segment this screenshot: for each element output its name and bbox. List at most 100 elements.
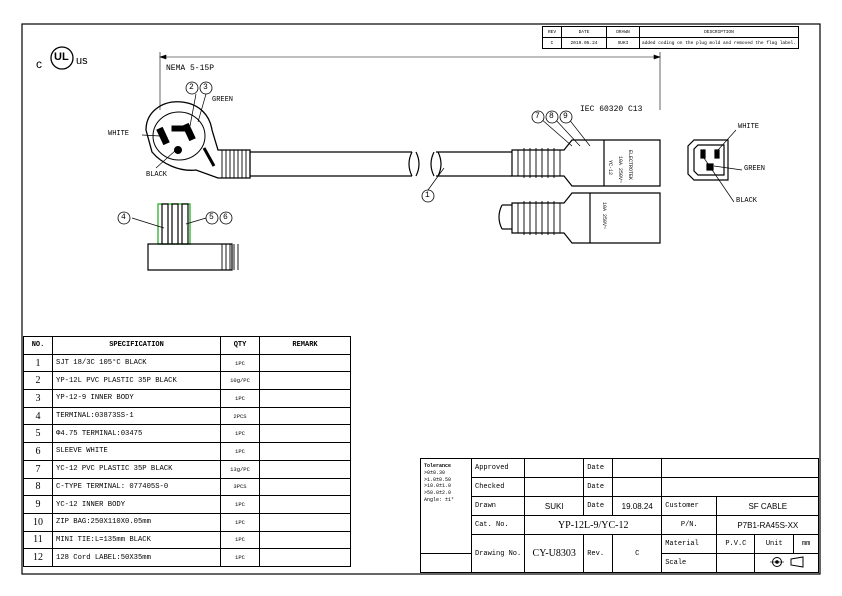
bom-spec: YP-12-9 INNER BODY [52, 389, 221, 408]
ul-logo-prefix: c [36, 57, 42, 71]
balloon-1: 1 [425, 191, 430, 200]
drawn-date-value: 19.08.24 [612, 496, 663, 516]
plug-white-label: WHITE [108, 130, 130, 138]
tolerance-5: Angle: ±1° [424, 496, 455, 503]
plug-side-view [147, 203, 239, 271]
unit-label: Unit [754, 534, 795, 554]
bom-spec: TERMINAL:03873SS-1 [52, 406, 221, 426]
bom-qty: 1PC [220, 548, 260, 567]
bom-qty: 10g/PC [220, 371, 260, 391]
bom-qty: 1PC [220, 389, 260, 408]
connector-type-label: IEC 60320 C13 [580, 105, 643, 114]
bom-qty: 1PC [220, 424, 260, 444]
projection-symbol [754, 553, 820, 573]
balloons [117, 81, 573, 225]
bom-header-remark: REMARK [259, 336, 351, 355]
balloon-3: 3 [203, 83, 208, 92]
rev-row-description: added coding on the plug mold and remove… [639, 37, 799, 49]
connector-top-mark-rating: 10A 250V~ [601, 202, 607, 230]
bom-spec: YP-12L PVC PLASTIC 35P BLACK [52, 371, 221, 391]
title-blank [661, 458, 820, 478]
rev-header-rev: REV [542, 26, 562, 38]
bom-spec: MINI TIE:L=135mm BLACK [52, 530, 221, 550]
tolerance-1: >0±0.30 [424, 469, 446, 476]
customer-label: Customer [661, 496, 718, 516]
tolerance-4: >50.0±2.0 [424, 490, 452, 496]
checked-value [524, 477, 585, 497]
balloon-9: 9 [563, 112, 568, 121]
drawn-label: Drawn [470, 496, 526, 516]
rev-header-description: DESCRIPTION [639, 26, 799, 38]
bom-remark [259, 406, 351, 426]
bom-no: 5 [23, 424, 53, 444]
cat-no-label: Cat. No. [470, 515, 526, 535]
revision-table: REV DATE DRAWN DESCRIPTION C 2019.05.24 … [542, 26, 799, 49]
bom-header-row: NO. SPECIFICATION QTY REMARK [23, 336, 351, 355]
bom-remark [259, 512, 351, 532]
ul-logo [50, 46, 74, 70]
bom-qty: 1PC [220, 495, 260, 514]
balloon-4: 4 [121, 213, 126, 222]
scale-value [716, 553, 756, 573]
c13-connector-top-view [498, 192, 661, 244]
bom-spec: ZIP BAG:250X110X0.05mm [52, 512, 221, 532]
drawn-date-label: Date [583, 496, 614, 516]
bom-header-spec: SPECIFICATION [52, 336, 221, 355]
bom-no: 7 [23, 459, 53, 479]
leader-lines [131, 93, 743, 229]
rev-row-date: 2019.05.24 [561, 37, 607, 49]
bom-spec: YC-12 INNER BODY [52, 495, 221, 514]
bom-qty: 13g/PC [220, 459, 260, 479]
unit-value: mm [793, 534, 820, 554]
c13-white-label: WHITE [738, 123, 760, 131]
bom-remark [259, 495, 351, 514]
approved-date-label: Date [583, 458, 614, 478]
bom-remark [259, 530, 351, 550]
title-blank-2 [661, 477, 820, 497]
ul-logo-mark: UL [54, 51, 69, 63]
bom-qty: 2PCS [220, 406, 260, 426]
bom-qty: 3PCS [220, 477, 260, 497]
balloon-7: 7 [535, 112, 540, 121]
balloon-6: 6 [223, 213, 228, 222]
bom-no: 10 [23, 512, 53, 532]
c13-black-label: BLACK [736, 197, 758, 205]
approved-label: Approved [470, 458, 526, 478]
bom-no: 4 [23, 406, 53, 426]
tolerance-label: Tolerance [424, 463, 452, 469]
drawn-by-value: SUKI [524, 496, 585, 516]
third-angle-projection-icon [769, 555, 804, 568]
connector-mark-brand: ELECTROTEK [627, 150, 633, 181]
connector-mark-model: YC-12 [607, 160, 613, 176]
approved-value [524, 458, 585, 478]
pn-label: P/N. [661, 515, 718, 535]
bom-spec: SJT 18/3C 105°C BLACK [52, 353, 221, 373]
rev-label: Rev. [583, 534, 614, 573]
bom-remark [259, 548, 351, 567]
pn-value: P7B1-RA45S-XX [716, 515, 820, 535]
plug-green-label: GREEN [212, 96, 234, 104]
length-dimension [159, 52, 661, 110]
material-value: P.V.C [716, 534, 756, 554]
tolerance-3: >10.0±1.0 [424, 483, 452, 490]
checked-date-value [612, 477, 663, 497]
title-block: Tolerance >0±0.30 >1.0±0.50 >10.0±1.0 >5… [420, 458, 820, 573]
balloon-8: 8 [549, 112, 554, 121]
plug-black-label: BLACK [146, 171, 168, 179]
ul-logo-suffix: us [76, 55, 88, 67]
bom-no: 2 [23, 371, 53, 391]
bom-remark [259, 459, 351, 479]
bom-qty: 1PC [220, 442, 260, 461]
